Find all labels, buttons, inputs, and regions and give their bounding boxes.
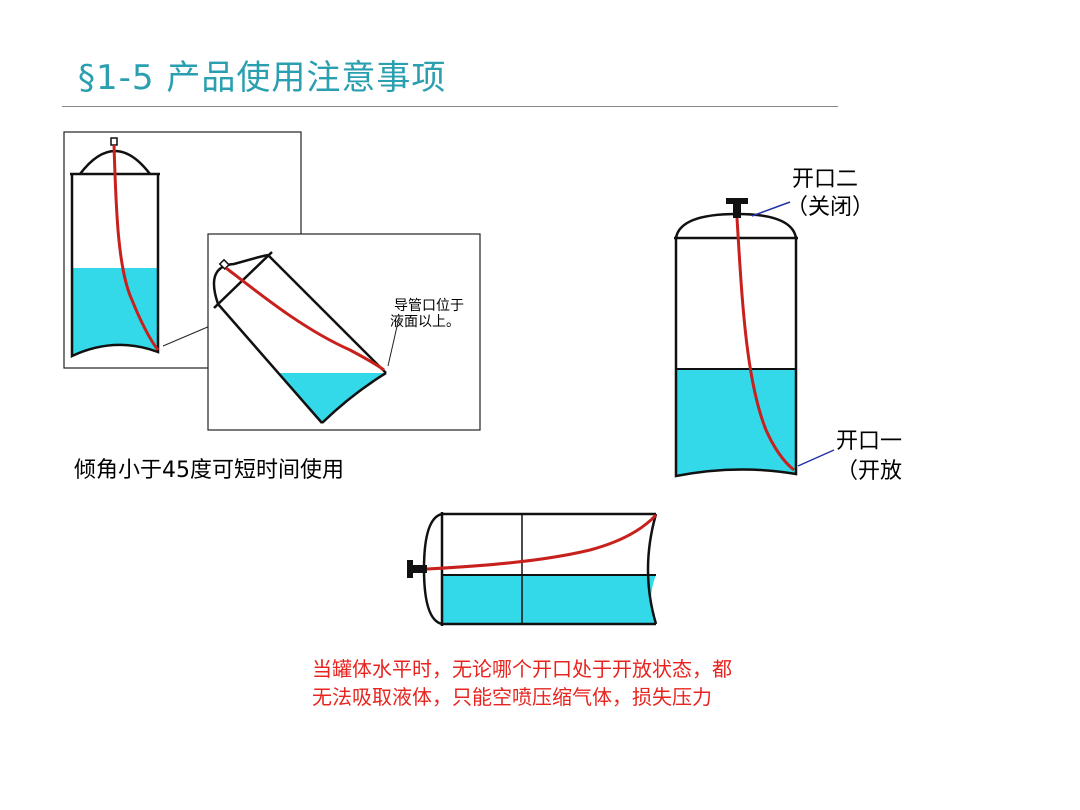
tilt-note-line2: 液面以上。 [390,314,460,330]
warning-line2: 无法吸取液体，只能空喷压缩气体，损失压力 [312,685,712,709]
port1-state: （开放 [836,459,903,484]
title-divider [62,106,838,107]
warning-line1: 当罐体水平时，无论哪个开口处于开放状态，都 [312,657,732,681]
can-upright-large [674,198,835,478]
port2-state: （关闭） [786,195,875,220]
port1-label: 开口一 [836,429,903,454]
tilt-caption: 倾角小于45度可短时间使用 [74,458,344,483]
can-horizontal [407,512,658,626]
page-title: §1-5 产品使用注意事项 [78,58,447,98]
panel-tilted [207,233,481,431]
tilt-note-line1: 导管口位于 [394,298,464,314]
port2-label: 开口二 [792,167,859,192]
